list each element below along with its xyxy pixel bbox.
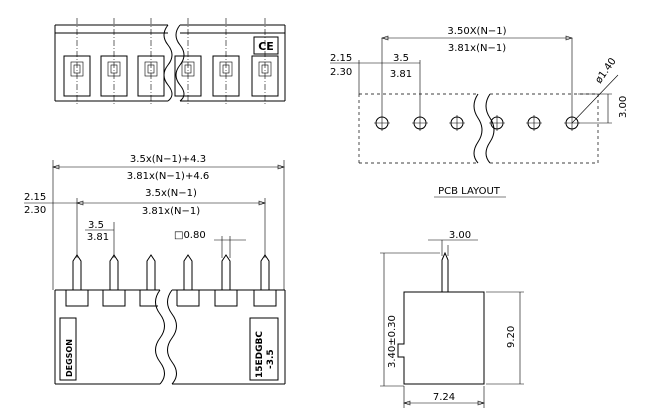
pcb-dim-row: 3.00: [618, 96, 629, 118]
pcb-dim-total-bottom: 3.81x(N−1): [448, 43, 506, 54]
ce-mark-box: [253, 36, 279, 55]
pcb-caption: PCB LAYOUT: [438, 186, 501, 197]
front-dim-overall-top: 3.5x(N−1)+4.3: [130, 154, 206, 165]
side-dim-width: 7.24: [433, 392, 455, 403]
top-view: CE: [54, 18, 286, 105]
front-view: 3.5x(N−1)+4.3 3.81x(N−1)+4.6 3.5x(N−1) 3…: [24, 154, 286, 385]
front-dim-offset-top: 2.15: [24, 192, 46, 203]
pcb-dim-pitch-bottom: 3.81: [390, 69, 412, 80]
front-dim-offset-bottom: 2.30: [24, 205, 46, 216]
front-dim-pin: □0.80: [174, 230, 206, 241]
front-dim-pitch-top: 3.5: [88, 220, 104, 231]
side-dim-height: 9.20: [506, 326, 517, 348]
pcb-dim-offset-bottom: 2.30: [330, 67, 352, 78]
front-dim-span-bottom: 3.81x(N−1): [142, 206, 200, 217]
pcb-dim-total-top: 3.50X(N−1): [447, 26, 506, 37]
pcb-layout: 3.50X(N−1) 3.81x(N−1) 2.15 2.30 3.5 3.81…: [330, 26, 629, 198]
front-dim-span-top: 3.5x(N−1): [145, 188, 197, 199]
ce-mark: CE: [258, 40, 274, 53]
part-number-line1: 15EDGBC: [255, 331, 265, 378]
pcb-dim-offset-top: 2.15: [330, 53, 352, 64]
brand-text: DEGSON: [65, 339, 74, 377]
side-dim-pin-top: 3.00: [449, 230, 471, 241]
part-number-line2: -3.5: [266, 349, 276, 369]
front-dim-overall-bottom: 3.81x(N−1)+4.6: [127, 171, 210, 182]
pcb-dim-hole: ø1.40: [593, 56, 618, 86]
pcb-dim-pitch-top: 3.5: [393, 53, 409, 64]
side-view: 3.00 3.40±0.30 9.20 7.24: [380, 230, 524, 408]
front-dim-pitch-bottom: 3.81: [87, 232, 109, 243]
side-dim-pin-length: 3.40±0.30: [387, 315, 398, 368]
